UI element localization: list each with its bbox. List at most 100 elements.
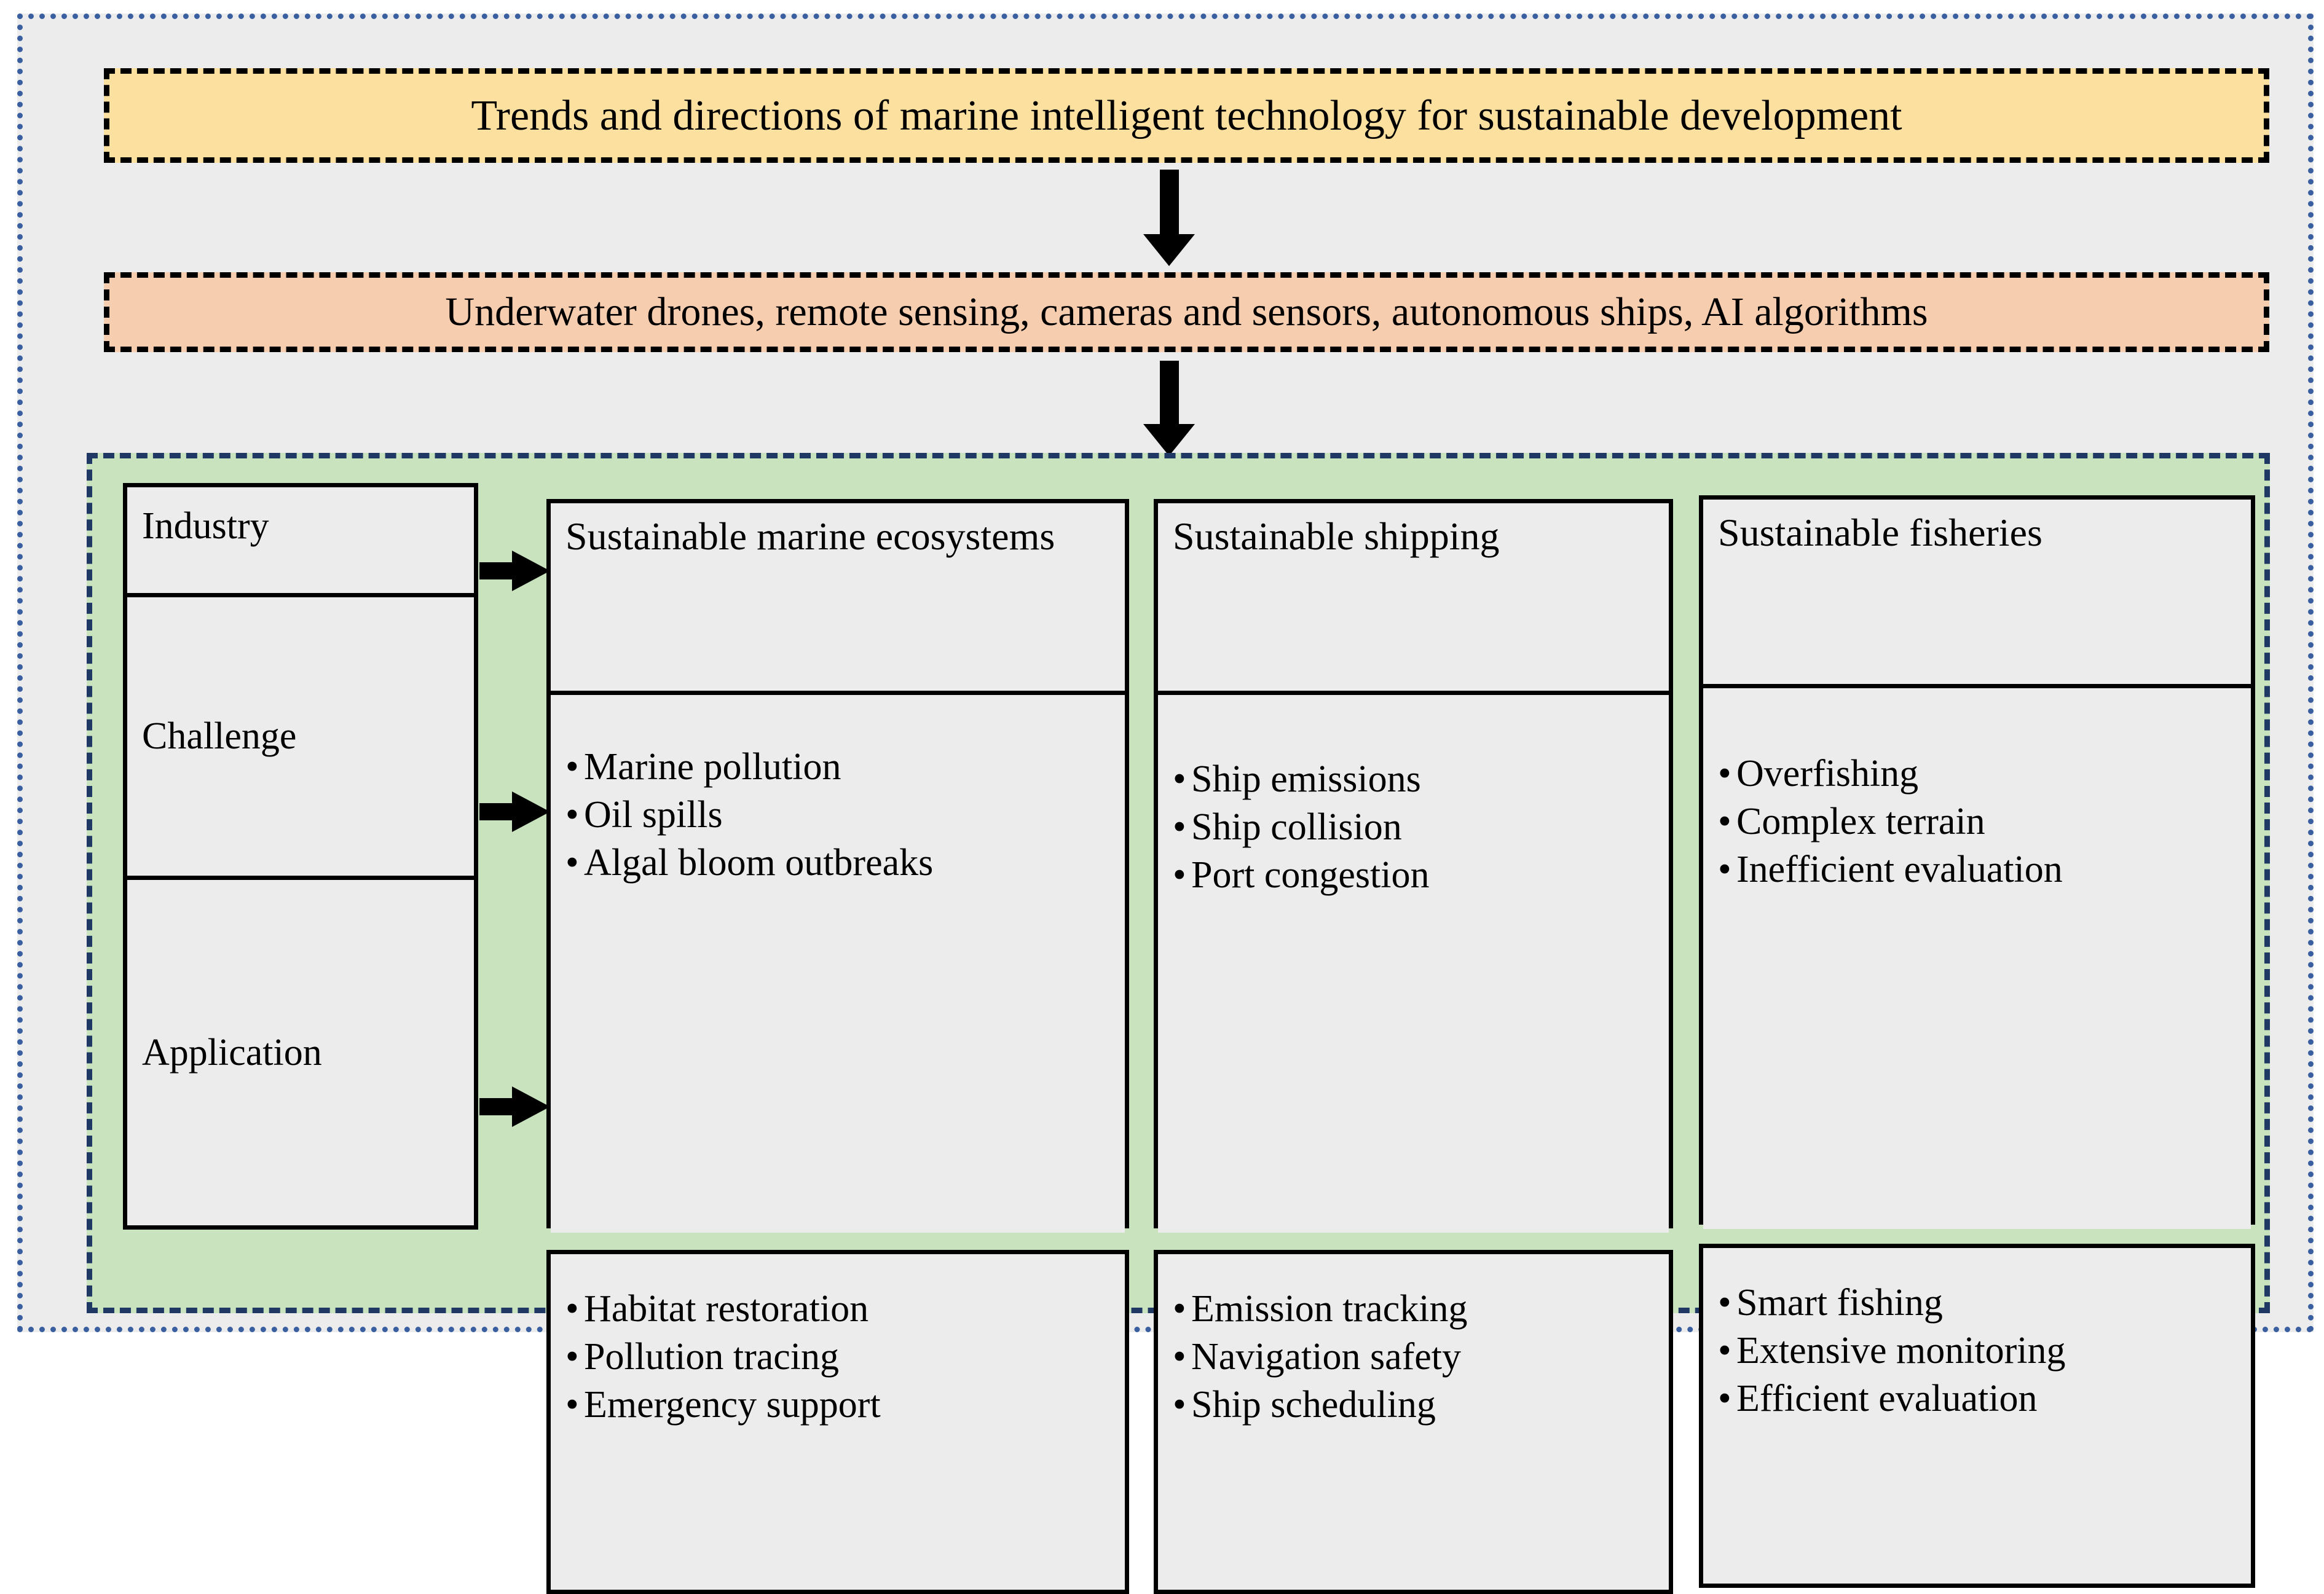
list-item: • Emergency support (565, 1381, 1110, 1429)
list-item-text: Ship emissions (1191, 758, 1421, 800)
bullet-icon: • (1718, 1330, 1731, 1372)
challenge-list: • Ship emissions • Ship collision • Port… (1158, 691, 1669, 1233)
list-item-text: Pollution tracing (584, 1336, 840, 1378)
list-item-text: Extensive monitoring (1736, 1330, 2066, 1372)
bullet-icon: • (565, 1288, 579, 1330)
list-item-text: Overfishing (1736, 753, 1919, 795)
bullet-icon: • (1718, 1282, 1731, 1324)
bullet-icon: • (1173, 1384, 1186, 1426)
list-item-text: Algal bloom outbreaks (584, 842, 934, 884)
application-box-marine-ecosystems: • Habitat restoration • Pollution tracin… (546, 1250, 1129, 1594)
list-item-text: Ship scheduling (1191, 1384, 1436, 1426)
list-item: • Navigation safety (1173, 1333, 1654, 1381)
list-item-text: Ship collision (1191, 806, 1402, 849)
bullet-icon: • (1718, 801, 1731, 843)
bullet-icon: • (565, 794, 579, 836)
bullet-icon: • (1718, 849, 1731, 891)
list-item-text: Port congestion (1191, 854, 1430, 897)
list-item: • Overfishing (1718, 750, 2236, 798)
row-label-application: Application (127, 876, 474, 1225)
arrow-shaft (479, 562, 515, 579)
list-item: • Complex terrain (1718, 798, 2236, 846)
list-item: • Port congestion (1173, 851, 1654, 899)
challenge-list: • Overfishing • Complex terrain • Ineffi… (1703, 684, 2251, 1229)
list-item: • Oil spills (565, 791, 1110, 839)
arrow-shaft (479, 803, 515, 820)
row-label-column: Industry Challenge Application (123, 483, 478, 1230)
application-box-shipping: • Emission tracking • Navigation safety … (1154, 1250, 1673, 1594)
list-item-text: Marine pollution (584, 746, 841, 788)
title-banner-text: Trends and directions of marine intellig… (471, 92, 1902, 139)
list-item-text: Smart fishing (1736, 1282, 1943, 1324)
row-label-application-text: Application (142, 1031, 322, 1074)
list-item: • Ship scheduling (1173, 1381, 1654, 1429)
arrow-head (1143, 234, 1195, 266)
row-label-challenge: Challenge (127, 593, 474, 876)
industry-matrix-panel: Industry Challenge Application Sustainab (87, 453, 2270, 1594)
list-item-text: Emergency support (584, 1384, 881, 1426)
list-item: • Marine pollution (565, 743, 1110, 791)
list-item-text: Navigation safety (1191, 1336, 1462, 1378)
arrow-head (1143, 424, 1195, 456)
arrow-shaft (479, 1098, 515, 1115)
column-header-text: Sustainable fisheries (1718, 511, 2042, 554)
row-label-industry: Industry (127, 487, 474, 593)
list-item: • Habitat restoration (565, 1285, 1110, 1333)
arrow-shaft (1160, 170, 1179, 237)
column-sustainable-fisheries: Sustainable fisheries • Overfishing • Co… (1699, 495, 2255, 1229)
list-item: • Emission tracking (1173, 1285, 1654, 1333)
row-label-industry-text: Industry (142, 505, 269, 547)
challenge-list: • Marine pollution • Oil spills • Algal … (551, 691, 1125, 1233)
bullet-icon: • (565, 746, 579, 788)
list-item-text: Oil spills (584, 794, 723, 836)
technology-banner-text: Underwater drones, remote sensing, camer… (445, 289, 1928, 334)
application-list: • Emission tracking • Navigation safety … (1158, 1254, 1669, 1440)
bullet-icon: • (565, 1336, 579, 1378)
column-header-text: Sustainable marine ecosystems (565, 514, 1055, 558)
list-item: • Smart fishing (1718, 1279, 2236, 1327)
column-header-text: Sustainable shipping (1173, 514, 1500, 558)
list-item: • Inefficient evaluation (1718, 846, 2236, 893)
arrow-shaft (1160, 361, 1179, 427)
column-header: Sustainable fisheries (1703, 500, 2251, 684)
list-item: • Ship collision (1173, 803, 1654, 851)
application-list: • Habitat restoration • Pollution tracin… (551, 1254, 1125, 1440)
bullet-icon: • (1718, 753, 1731, 795)
list-item: • Algal bloom outbreaks (565, 839, 1110, 887)
bullet-icon: • (1173, 806, 1186, 849)
bullet-icon: • (565, 842, 579, 884)
list-item-text: Inefficient evaluation (1736, 849, 2063, 891)
diagram-outer-frame: Trends and directions of marine intellig… (17, 14, 2314, 1594)
down-arrow-icon-technology-to-panel (1135, 361, 1203, 459)
list-item: • Pollution tracing (565, 1333, 1110, 1381)
row-label-challenge-text: Challenge (142, 715, 297, 757)
list-item-text: Complex terrain (1736, 801, 1985, 843)
arrow-head (512, 791, 550, 832)
column-sustainable-marine-ecosystems: Sustainable marine ecosystems • Marine p… (546, 499, 1129, 1233)
bullet-icon: • (1173, 1336, 1186, 1378)
bullet-icon: • (565, 1384, 579, 1426)
technology-banner: Underwater drones, remote sensing, camer… (104, 272, 2269, 352)
list-item-text: Emission tracking (1191, 1288, 1468, 1330)
arrow-head (512, 1086, 550, 1127)
application-list: • Smart fishing • Extensive monitoring •… (1703, 1248, 2251, 1434)
title-banner: Trends and directions of marine intellig… (104, 68, 2269, 163)
right-arrow-icon-challenge (479, 791, 550, 832)
application-box-fisheries: • Smart fishing • Extensive monitoring •… (1699, 1244, 2255, 1588)
right-arrow-icon-application (479, 1086, 550, 1127)
list-item-text: Habitat restoration (584, 1288, 869, 1330)
list-item: • Efficient evaluation (1718, 1375, 2236, 1423)
right-arrow-icon-industry (479, 551, 550, 591)
list-item: • Extensive monitoring (1718, 1327, 2236, 1375)
bullet-icon: • (1173, 854, 1186, 897)
bullet-icon: • (1718, 1378, 1731, 1420)
column-sustainable-shipping: Sustainable shipping • Ship emissions • … (1154, 499, 1673, 1233)
bullet-icon: • (1173, 1288, 1186, 1330)
arrow-head (512, 551, 550, 591)
list-item-text: Efficient evaluation (1736, 1378, 2038, 1420)
column-header: Sustainable marine ecosystems (551, 503, 1125, 691)
down-arrow-icon-title-to-technology (1135, 170, 1203, 268)
list-item: • Ship emissions (1173, 755, 1654, 803)
bullet-icon: • (1173, 758, 1186, 800)
column-header: Sustainable shipping (1158, 503, 1669, 691)
